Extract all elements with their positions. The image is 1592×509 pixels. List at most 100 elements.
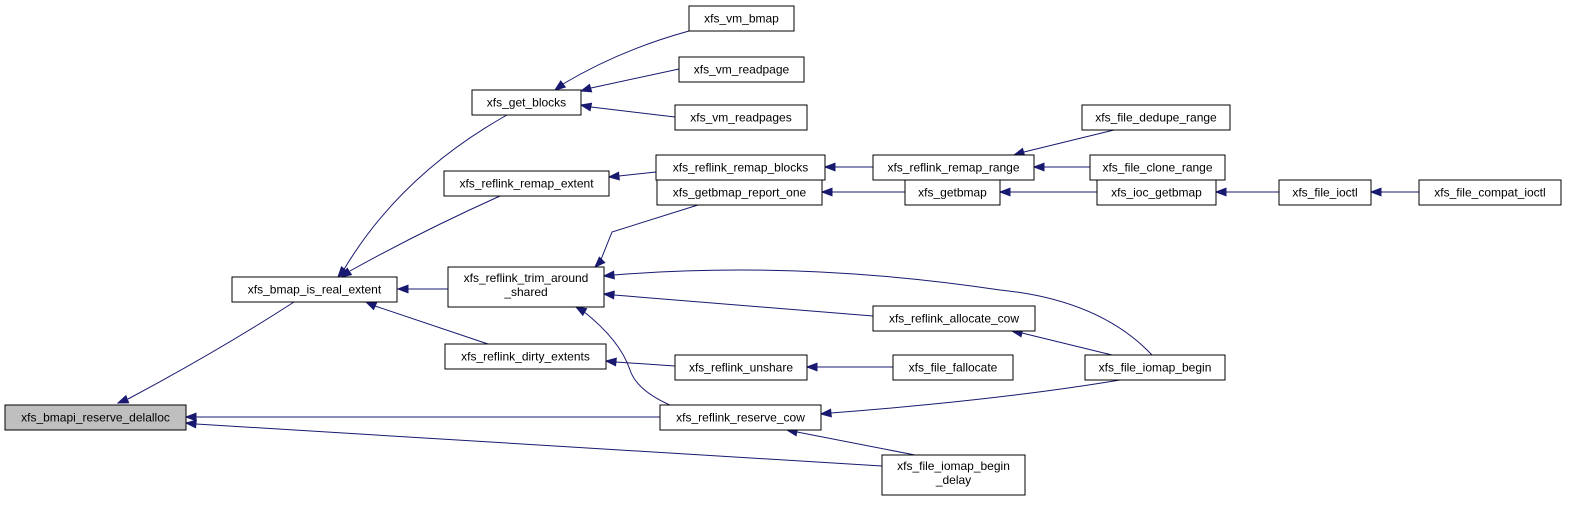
function-node[interactable]: xfs_ioc_getbmap [1096, 179, 1217, 206]
node-label: xfs_reflink_remap_range [887, 161, 1019, 175]
edge-line [562, 30, 690, 85]
edge-arrowhead [607, 171, 620, 181]
edge-n11-to-n1 [396, 284, 448, 294]
edge-n15-to-n14 [1214, 187, 1279, 197]
function-node[interactable]: xfs_bmapi_reserve_delalloc [4, 404, 187, 431]
edge-line [590, 68, 680, 89]
edge-line [796, 431, 916, 456]
edge-n23-to-n22 [785, 427, 916, 456]
node-label: xfs_reflink_remap_blocks [673, 161, 808, 175]
node-box [904, 179, 1001, 206]
node-box [655, 154, 826, 181]
function-node[interactable]: xfs_file_iomap_begin [1084, 354, 1226, 381]
node-box [1081, 104, 1231, 131]
node-label: _delay [935, 473, 971, 487]
edge-line [613, 294, 874, 317]
node-box [4, 404, 187, 431]
edge-arrowhead [116, 394, 130, 404]
edge-arrowhead [998, 187, 1011, 197]
node-label: xfs_reflink_reserve_cow [676, 411, 805, 425]
edge-arrowhead [823, 162, 836, 172]
node-box [1418, 179, 1562, 206]
function-node[interactable]: xfs_reflink_reserve_cow [659, 404, 822, 431]
edge-n18-to-n17 [1010, 328, 1113, 356]
node-label: xfs_vm_readpage [694, 63, 790, 77]
function-node[interactable]: xfs_getbmap_report_one [656, 179, 823, 206]
edge-arrowhead [396, 284, 409, 294]
edge-arrowhead [819, 408, 832, 418]
node-box [447, 266, 605, 308]
node-label: xfs_reflink_remap_extent [459, 177, 594, 191]
nodes-layer: xfs_bmapi_reserve_delalloc xfs_bmap_is_re… [4, 5, 1562, 496]
edge-arrowhead [602, 270, 615, 280]
node-box [231, 276, 398, 303]
node-label: xfs_file_clone_range [1102, 161, 1212, 175]
edge-arrowhead [364, 301, 378, 311]
edge-n23-to-n0 [184, 419, 883, 467]
edge-line [349, 195, 501, 272]
function-node[interactable]: xfs_getbmap [904, 179, 1001, 206]
edge-n20-to-n19 [604, 357, 676, 367]
edges-layer [116, 30, 1419, 467]
node-label: xfs_reflink_trim_around [464, 271, 589, 285]
edge-arrowhead [820, 187, 833, 197]
edge-line [613, 269, 1153, 356]
function-node[interactable]: xfs_reflink_remap_range [872, 154, 1035, 181]
edge-n9-to-n8 [1012, 129, 1115, 157]
edge-arrowhead [184, 419, 197, 429]
function-node[interactable]: xfs_bmap_is_real_extent [231, 276, 398, 303]
edge-arrowhead [602, 290, 615, 300]
node-box [674, 354, 808, 381]
function-node[interactable]: xfs_vm_readpage [678, 56, 805, 83]
edge-line [618, 171, 657, 177]
node-box [444, 343, 607, 370]
function-node[interactable]: xfs_vm_bmap [688, 5, 795, 32]
node-box [872, 305, 1036, 332]
function-node[interactable]: xfs_reflink_remap_blocks [655, 154, 826, 181]
function-node[interactable]: xfs_reflink_remap_extent [443, 170, 610, 197]
node-box [471, 89, 582, 116]
function-node[interactable]: xfs_reflink_allocate_cow [872, 305, 1036, 332]
function-node[interactable]: xfs_file_dedupe_range [1081, 104, 1231, 131]
node-box [678, 56, 805, 83]
edge-n16-to-n15 [1369, 187, 1419, 197]
node-label: xfs_reflink_dirty_extents [461, 350, 590, 364]
node-label: xfs_ioc_getbmap [1111, 186, 1202, 200]
function-node[interactable]: xfs_file_iomap_begin_delay [881, 454, 1026, 496]
function-node[interactable]: xfs_file_clone_range [1089, 154, 1226, 181]
function-node[interactable]: xfs_file_ioctl [1278, 179, 1372, 206]
edge-n17-to-n11 [602, 290, 874, 317]
node-label: xfs_file_fallocate [909, 361, 998, 375]
node-box [1278, 179, 1372, 206]
node-label: xfs_reflink_unshare [689, 361, 793, 375]
function-node[interactable]: xfs_reflink_trim_around_shared [447, 266, 605, 308]
edge-line [342, 114, 508, 272]
edge-arrowhead [184, 412, 197, 422]
node-box [674, 104, 808, 131]
edge-line [195, 423, 883, 467]
node-box [1089, 154, 1226, 181]
node-label: xfs_getbmap [918, 186, 987, 200]
function-node[interactable]: xfs_reflink_unshare [674, 354, 808, 381]
function-node[interactable]: xfs_get_blocks [471, 89, 582, 116]
edge-line [590, 106, 676, 118]
node-label: xfs_getbmap_report_one [673, 186, 807, 200]
function-node[interactable]: xfs_vm_readpages [674, 104, 808, 131]
node-label: xfs_file_iomap_begin [1099, 361, 1212, 375]
edge-arrowhead [1214, 187, 1227, 197]
edge-n18-to-n11 [602, 269, 1153, 356]
node-label: xfs_file_iomap_begin [897, 459, 1010, 473]
function-node[interactable]: xfs_reflink_dirty_extents [444, 343, 607, 370]
edge-line [127, 301, 295, 400]
edge-n14-to-n13 [998, 187, 1097, 197]
function-node[interactable]: xfs_file_fallocate [892, 354, 1014, 381]
edge-line [830, 379, 1121, 414]
edge-n10-to-n8 [1032, 162, 1090, 172]
edge-n4-to-n2 [579, 68, 680, 93]
function-node[interactable]: xfs_file_compat_ioctl [1418, 179, 1562, 206]
edge-arrowhead [553, 80, 567, 91]
edge-n5-to-n2 [579, 102, 676, 118]
edge-n12-to-n11 [594, 204, 699, 268]
edge-n1-to-n0 [116, 301, 295, 404]
